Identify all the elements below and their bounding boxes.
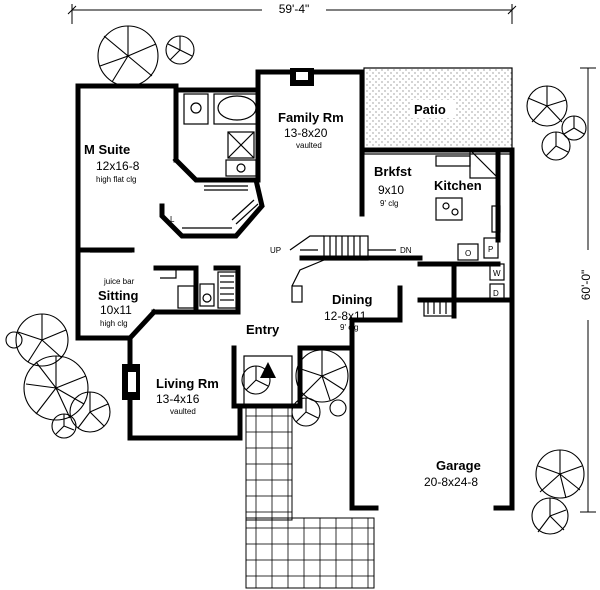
stair-down-label: DN: [400, 246, 412, 255]
landscape-trees: [5, 25, 587, 535]
depth-dimension: 60'-0": [578, 67, 596, 513]
room-entry: Entry: [246, 322, 280, 337]
front-walkway: [245, 407, 375, 589]
porch-outline: [243, 355, 293, 407]
depth-label: 60'-0": [579, 270, 593, 301]
sitting-name: Sitting: [98, 288, 138, 303]
room-garage: Garage 20-8x24-8: [424, 458, 481, 489]
family-size: 13-8x20: [284, 126, 328, 140]
oven-label: O: [465, 249, 471, 258]
interior-walls: [75, 87, 515, 351]
washer-label: W: [493, 269, 501, 278]
brkfst-size: 9x10: [378, 183, 404, 197]
m-suite-note: high flat clg: [96, 175, 136, 184]
kitchen-fixtures: P O W D: [423, 149, 505, 317]
entry-name: Entry: [246, 322, 280, 337]
sitting-note: high clg: [100, 319, 128, 328]
sitting-size: 10x11: [100, 303, 132, 317]
room-living: Living Rm 13-4x16 vaulted: [156, 376, 219, 416]
room-patio: Patio: [410, 100, 456, 118]
living-name: Living Rm: [156, 376, 219, 391]
room-dining: Dining 12-8x11 9' clg: [324, 292, 372, 332]
patio-name: Patio: [414, 102, 446, 117]
staircase: UP DN: [270, 235, 412, 303]
family-note: vaulted: [296, 141, 322, 150]
master-closet: L: [170, 185, 259, 229]
room-brkfst: Brkfst 9x10 9' clg: [374, 164, 412, 208]
room-kitchen: Kitchen: [434, 178, 482, 193]
room-sitting: juice bar Sitting 10x11 high clg: [98, 277, 138, 328]
living-note: vaulted: [170, 407, 196, 416]
brkfst-name: Brkfst: [374, 164, 412, 179]
dryer-label: D: [493, 289, 499, 298]
master-bath-fixtures: [183, 93, 259, 177]
garage-name: Garage: [436, 458, 481, 473]
stair-up-label: UP: [270, 246, 281, 255]
width-label: 59'-4": [279, 2, 310, 16]
m-suite-name: M Suite: [84, 142, 130, 157]
dining-name: Dining: [332, 292, 372, 307]
kitchen-name: Kitchen: [434, 178, 482, 193]
juice-bar-label: juice bar: [103, 277, 135, 286]
pantry-label: P: [488, 245, 493, 254]
family-name: Family Rm: [278, 110, 344, 125]
dining-size: 12-8x11: [324, 309, 367, 323]
room-family: Family Rm 13-8x20 vaulted: [278, 110, 344, 150]
width-dimension: 59'-4": [67, 2, 517, 24]
entry-marker: [260, 362, 276, 378]
room-m-suite: M Suite 12x16-8 high flat clg: [84, 142, 140, 184]
living-size: 13-4x16: [156, 392, 200, 406]
dining-note: 9' clg: [340, 323, 358, 332]
svg-text:L: L: [170, 215, 175, 224]
garage-size: 20-8x24-8: [424, 475, 478, 489]
sitting-fixtures: [90, 251, 237, 309]
m-suite-size: 12x16-8: [96, 159, 140, 173]
brkfst-note: 9' clg: [380, 199, 398, 208]
